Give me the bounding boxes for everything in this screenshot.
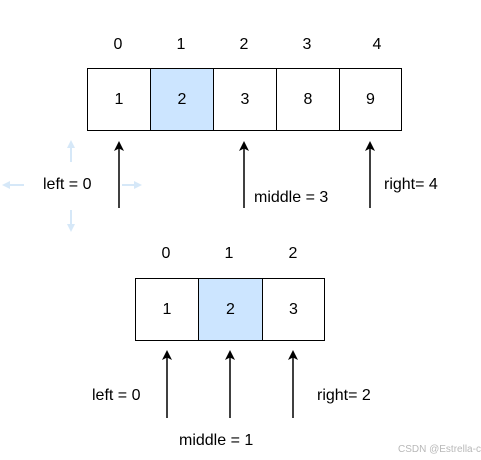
- array-cell: 9: [339, 68, 402, 131]
- left-pointer-label: left = 0: [92, 387, 141, 404]
- array-cell: 3: [262, 278, 325, 341]
- watermark: CSDN @Estrella-c: [398, 444, 481, 455]
- array-cell: 8: [276, 68, 340, 131]
- move-arrows-icon[interactable]: [2, 140, 142, 232]
- array-cell: 1: [135, 278, 199, 341]
- left-pointer-label: left = 0: [43, 176, 92, 193]
- right-pointer-label: right= 4: [384, 176, 438, 193]
- array-cell: 3: [213, 68, 277, 131]
- index-label: 1: [176, 36, 186, 53]
- array-cell-highlighted: 2: [198, 278, 263, 341]
- index-label: 2: [239, 36, 249, 53]
- index-label: 0: [161, 245, 171, 262]
- index-label: 4: [372, 36, 382, 53]
- index-label: 2: [288, 245, 298, 262]
- index-label: 0: [113, 36, 123, 53]
- index-label: 3: [302, 36, 312, 53]
- right-pointer-label: right= 2: [317, 387, 371, 404]
- middle-pointer-label: middle = 3: [254, 189, 329, 206]
- index-label: 1: [224, 245, 234, 262]
- middle-pointer-label: middle = 1: [179, 432, 254, 449]
